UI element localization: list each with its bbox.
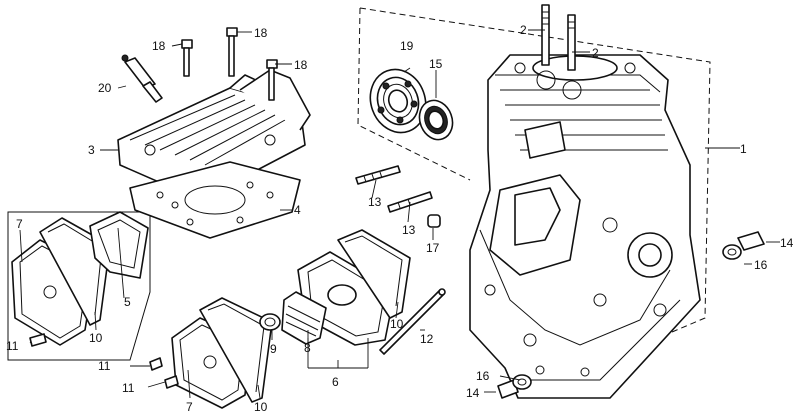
spark-plug: [121, 54, 163, 103]
drain-bolt-bottom: [497, 374, 532, 399]
callout-11-mid: 11: [98, 359, 111, 373]
callout-10-center: 10: [390, 317, 404, 331]
callout-14-bottom: 14: [466, 386, 480, 400]
cylinder-head: [117, 69, 311, 201]
callout-labels: 1 2 2 3 4 5 6 7 7 8 9 10 10 10 11 11 11 …: [6, 23, 794, 414]
callout-7-bottom: 7: [186, 400, 193, 414]
oil-seal: [418, 99, 454, 141]
callout-16-bottom: 16: [476, 369, 490, 383]
callout-3: 3: [88, 143, 95, 157]
callout-14-right: 14: [780, 236, 794, 250]
callout-13-bottom: 13: [402, 223, 416, 237]
dowel-pin: [427, 214, 441, 228]
callout-2-right: 2: [592, 46, 599, 60]
callout-13-top: 13: [368, 195, 382, 209]
cylinder-stud-bolts: [541, 4, 576, 71]
callout-18-left: 18: [152, 39, 166, 53]
callout-19: 19: [400, 39, 414, 53]
callout-15: 15: [429, 57, 443, 71]
callout-7-top: 7: [16, 217, 23, 231]
callout-6: 6: [332, 375, 339, 389]
crankcase-group-boundary: [357, 7, 711, 389]
callout-16-right: 16: [754, 258, 768, 272]
callout-18-mid: 18: [254, 26, 268, 40]
callout-1: 1: [740, 142, 747, 156]
breather-cover-bottom: [149, 297, 273, 409]
callout-9: 9: [270, 342, 277, 356]
callout-20: 20: [98, 81, 112, 95]
callout-8: 8: [304, 341, 311, 355]
head-gasket: [129, 161, 301, 239]
callout-10-left: 10: [89, 331, 103, 345]
callout-18-right: 18: [294, 58, 308, 72]
callout-2-left: 2: [520, 23, 527, 37]
callout-4: 4: [294, 203, 301, 217]
callout-5: 5: [124, 295, 131, 309]
callout-11-left: 11: [6, 339, 19, 353]
callout-11-bottom: 11: [122, 381, 135, 395]
cylinder-block: [469, 54, 701, 399]
breather-group-boundary: [7, 211, 151, 361]
breather-assembly: [259, 229, 446, 355]
ball-bearing: [369, 68, 427, 134]
leader-lines: [19, 29, 780, 399]
drain-bolt-right: [722, 231, 765, 260]
callout-10-bottom: 10: [254, 400, 268, 414]
head-bolts: [181, 27, 278, 101]
breather-cover-left: [11, 211, 149, 347]
callout-17: 17: [426, 241, 440, 255]
callout-12: 12: [420, 332, 434, 346]
